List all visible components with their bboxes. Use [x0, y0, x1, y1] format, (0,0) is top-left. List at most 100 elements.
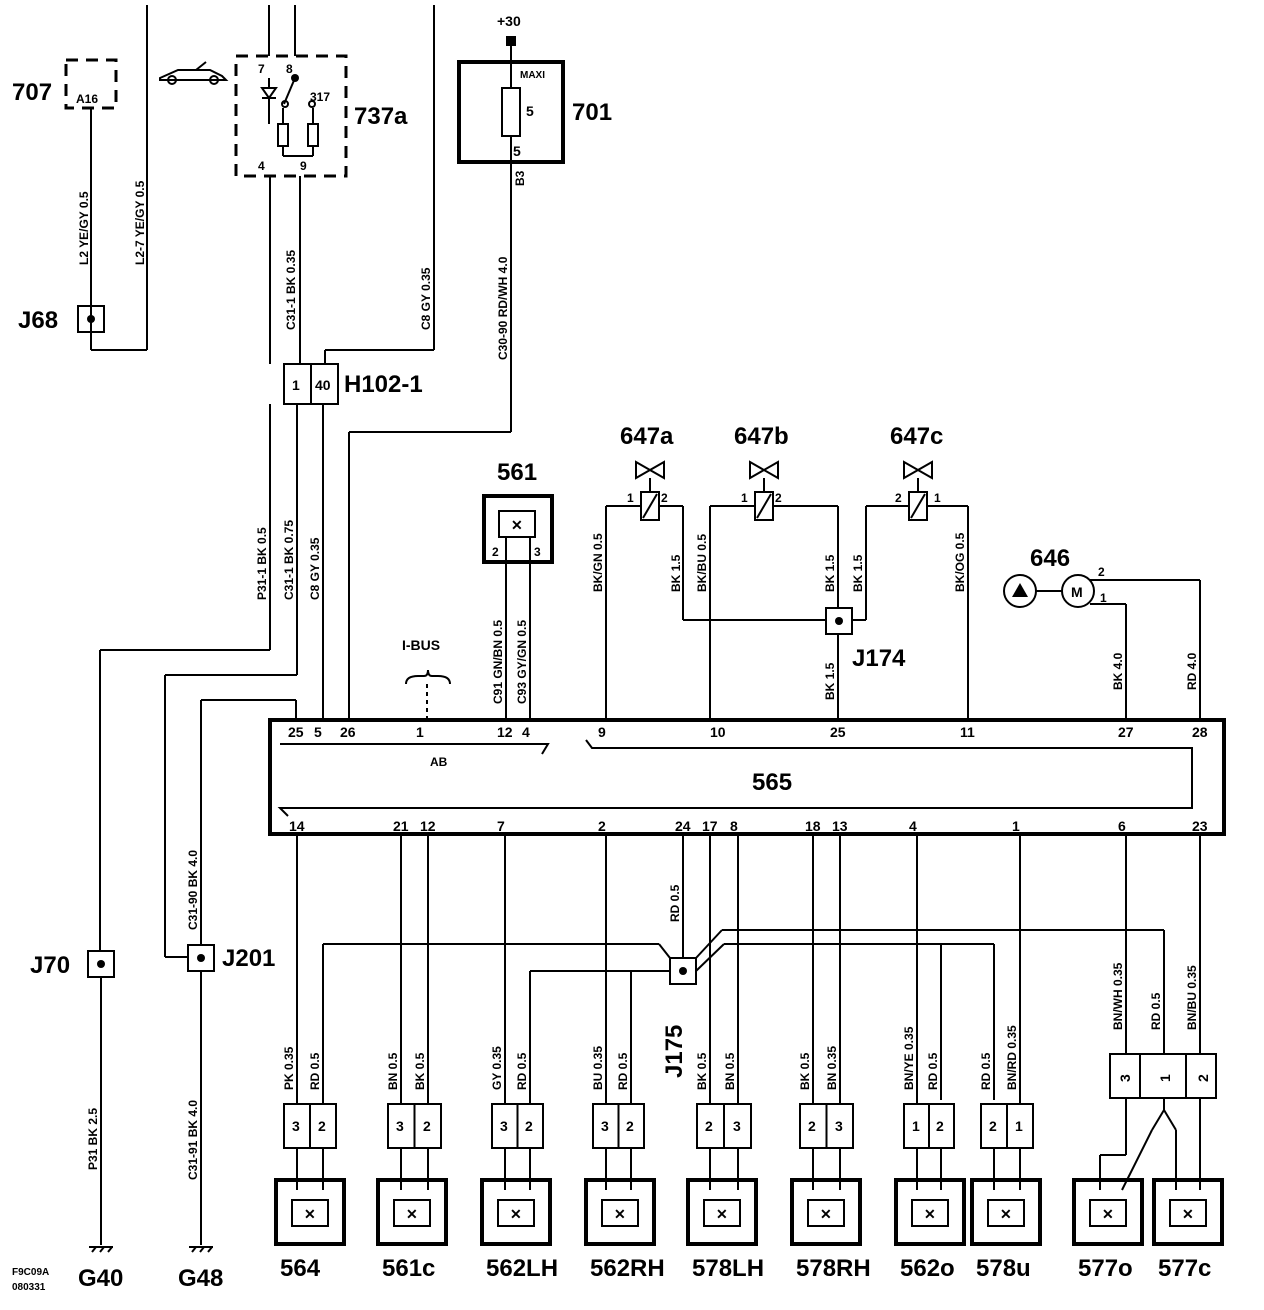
- wire-label-c3190: C31-90 BK 4.0: [186, 850, 200, 930]
- wire-label-c8-mid: C8 GY 0.35: [308, 537, 322, 600]
- module-565-bottom-pin: 12: [420, 818, 436, 834]
- valve-647a-pin-2: 2: [661, 491, 668, 505]
- sensor-connector-pin: 1: [912, 1118, 920, 1134]
- sensor-wire-label: RD 0.5: [616, 1052, 630, 1090]
- valve-647b-label: 647b: [734, 423, 789, 450]
- wire-label-l2: L2 YE/GY 0.5: [77, 191, 91, 265]
- component-707-label: 707: [12, 79, 52, 106]
- sensor-connector-pin: 2: [936, 1118, 944, 1134]
- ground-g48-label: G48: [178, 1265, 223, 1292]
- sensor-label: 562o: [900, 1255, 955, 1282]
- sensor-wire-label: GY 0.35: [490, 1046, 504, 1090]
- module-565-top-pin: 11: [960, 724, 975, 740]
- module-565-top-pin: 4: [522, 724, 530, 740]
- pin-737a-317: 317: [310, 90, 330, 104]
- sensor-x-icon: ✕: [716, 1206, 728, 1222]
- sensor-x-icon: ✕: [924, 1206, 936, 1222]
- sensor-element: [601, 1199, 639, 1227]
- component-707: 707 A16: [12, 58, 118, 110]
- sensor-element: [291, 1199, 329, 1227]
- sensor-body: [790, 1178, 862, 1246]
- wire-label-rd05: RD 0.5: [668, 884, 682, 922]
- sensor-x-icon: ✕: [1102, 1206, 1114, 1222]
- wire-label-c91: C91 GN/BN 0.5: [491, 620, 505, 704]
- sensor-connector-pin: 3: [733, 1118, 741, 1134]
- wire-label-bk15c: BK 1.5: [851, 554, 865, 592]
- pin-737a-4: 4: [258, 159, 265, 173]
- sensor-body: [894, 1178, 966, 1246]
- sensor-body: [1152, 1178, 1224, 1246]
- sensor-wire-label: RD 0.5: [926, 1052, 940, 1090]
- wire-label-p311: P31-1 BK 0.5: [255, 527, 269, 600]
- sensor-wire-label: RD 0.5: [515, 1052, 529, 1090]
- valve-647b: 647b 1 2: [734, 423, 789, 521]
- sensor-wire-label: BN/YE 0.35: [902, 1026, 916, 1090]
- module-565-top-pin: 26: [340, 724, 356, 740]
- diagram-code-2: 080331: [12, 1282, 46, 1293]
- sensor-label: 564: [280, 1255, 321, 1282]
- module-565-top-pin: 12: [497, 724, 513, 740]
- wire-label-rd05b: RD 0.5: [1149, 992, 1163, 1030]
- pin-737a-9: 9: [300, 159, 307, 173]
- ibus-label: I-BUS: [402, 637, 440, 653]
- wire-label-rd40: RD 4.0: [1185, 652, 1199, 690]
- sensor-element: [807, 1199, 845, 1227]
- module-565-bottom-pin: 21: [393, 818, 409, 834]
- ibus-marker: I-BUS: [402, 637, 451, 720]
- pump-646-pin-1: 1: [1100, 591, 1107, 605]
- pin-737a-8: 8: [286, 62, 293, 76]
- wire-label-bkog: BK/OG 0.5: [953, 532, 967, 592]
- junction-j174-label: J174: [852, 645, 906, 672]
- sensor-x-icon: ✕: [1000, 1206, 1012, 1222]
- sensor-element: [1089, 1199, 1127, 1227]
- ground-g40-label: G40: [78, 1265, 123, 1292]
- sensor-body: [970, 1178, 1042, 1246]
- sensor-body: [1072, 1178, 1144, 1246]
- pump-646-motor-label: M: [1071, 584, 1083, 600]
- sensor-connector-pin: 2: [626, 1118, 634, 1134]
- component-561: 561 ✕ 2 3: [482, 459, 554, 564]
- diagram-code-1: F9C09A: [12, 1267, 49, 1278]
- wire-label-bk15a: BK 1.5: [669, 554, 683, 592]
- sensor-body: [480, 1178, 552, 1246]
- sensor-wire-label: BK 0.5: [798, 1052, 812, 1090]
- sensor-connector-pin: 2: [989, 1118, 997, 1134]
- module-565-top-pin: 5: [314, 724, 322, 740]
- component-701-b3: B3: [513, 170, 527, 186]
- sensor-wire-label: BK 0.5: [695, 1052, 709, 1090]
- wire-label-bk40: BK 4.0: [1111, 652, 1125, 690]
- module-565-bottom-pin: 7: [497, 818, 505, 834]
- wire-label-bkbu: BK/BU 0.5: [695, 534, 709, 592]
- module-565-top-pin: 25: [830, 724, 846, 740]
- sensor-body: [686, 1178, 758, 1246]
- control-module-565-label: 565: [752, 769, 792, 796]
- module-565-top-pin: 10: [710, 724, 726, 740]
- component-701: +30 MAXI 5 5 701 B3: [457, 13, 612, 186]
- valve-647c: 647c 2 1: [890, 423, 943, 521]
- sensor-element: [987, 1199, 1025, 1227]
- module-565-bottom-pin: 6: [1118, 818, 1126, 834]
- junction-j201: J201: [187, 944, 275, 972]
- sensor-connector-pin: 2: [705, 1118, 713, 1134]
- wire-label-c3191: C31-91 BK 4.0: [186, 1100, 200, 1180]
- wire-label-c8-top: C8 GY 0.35: [419, 267, 433, 330]
- valve-647a-pin-1: 1: [627, 491, 634, 505]
- pump-646: 646 M 2 1: [1003, 545, 1107, 608]
- module-565-bottom-pin: 17: [702, 818, 718, 834]
- module-565-top-pin: 1: [416, 724, 424, 740]
- connector-h102-label: H102-1: [344, 371, 423, 398]
- component-701-label: 701: [572, 99, 612, 126]
- component-701-pin: 5: [513, 143, 521, 159]
- sensor-wire-label: RD 0.5: [308, 1052, 322, 1090]
- wire-label-bnbu: BN/BU 0.35: [1185, 965, 1199, 1030]
- wire-label-c311-top: C31-1 BK 0.35: [284, 250, 298, 330]
- sensor-577c: ✕577c: [1152, 1178, 1224, 1282]
- sensor-connector-pin: 3: [835, 1118, 843, 1134]
- component-737a: 737a 7 8 317 4 9: [234, 54, 408, 178]
- sensor-label: 561c: [382, 1255, 435, 1282]
- convertible-icon: [159, 61, 229, 85]
